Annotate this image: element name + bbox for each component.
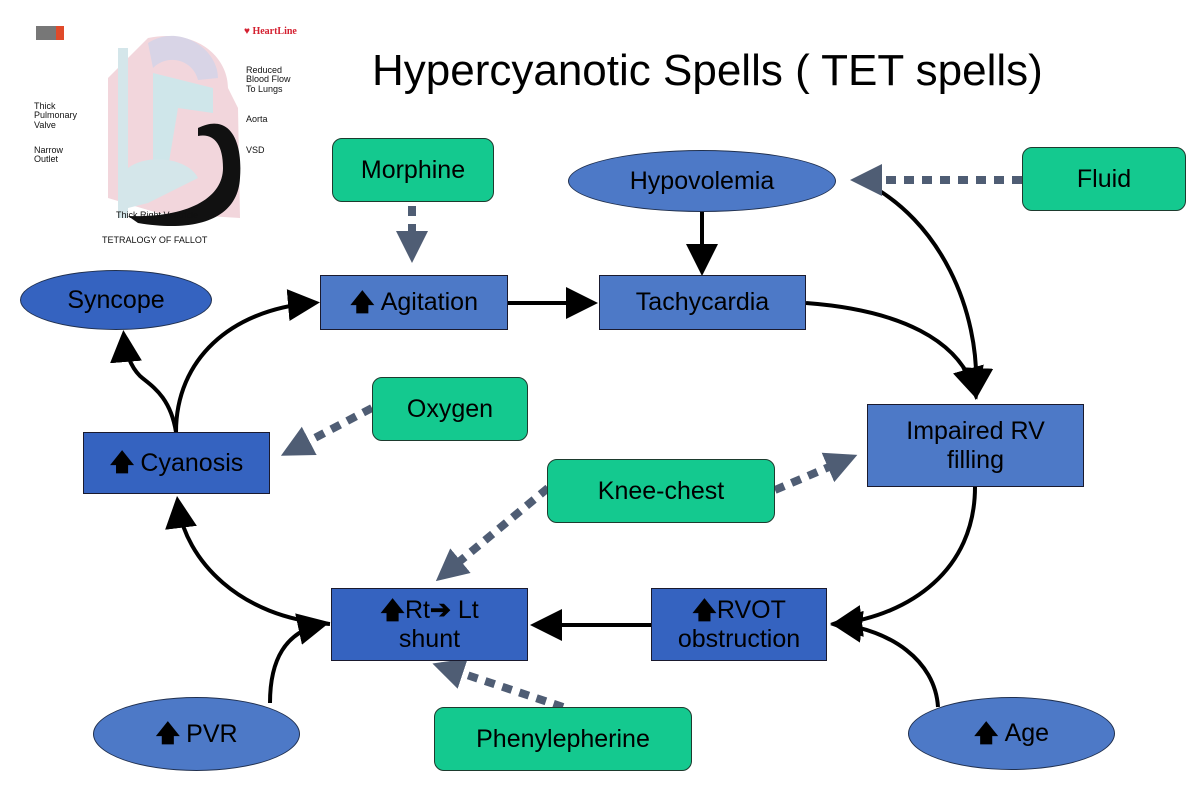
heartline-brand: ♥ HeartLine [244, 26, 297, 37]
right-arrow-icon: ➔ [429, 595, 451, 624]
edge-age-rvot [830, 610, 940, 708]
edge-phenylepherine-shunt [432, 658, 565, 711]
up-arrow-icon: 🡅 [155, 720, 181, 748]
tetralogy-illustration: Reduced Blood Flow To Lungs Thick Pulmon… [28, 18, 300, 254]
node-tachycardia[interactable]: Tachycardia [599, 275, 806, 330]
label-aorta: Aorta [246, 114, 268, 124]
node-pvr[interactable]: 🡅PVR [93, 697, 300, 771]
node-agitation[interactable]: 🡅Agitation [320, 275, 508, 330]
edge-knee-chest-shunt [435, 484, 551, 582]
up-arrow-icon: 🡅 [380, 596, 405, 624]
node-rvot-obstruction[interactable]: 🡅RVOT obstruction [651, 588, 827, 661]
node-morphine[interactable]: Morphine [332, 138, 494, 202]
node-cyanosis[interactable]: 🡅Cyanosis [83, 432, 270, 494]
node-age[interactable]: 🡅Age [908, 697, 1115, 770]
node-syncope[interactable]: Syncope [20, 270, 212, 330]
illustration-caption: TETRALOGY OF FALLOT [102, 235, 208, 245]
label-narrow-outlet: Narrow Outlet [34, 145, 64, 165]
up-arrow-icon: 🡅 [973, 719, 999, 747]
node-knee-chest[interactable]: Knee-chest [547, 459, 775, 523]
edge-shunt-cyanosis [165, 496, 331, 626]
edge-impaired-rv-rvot [830, 486, 977, 637]
edge-knee-chest-impaired-rv [773, 452, 858, 494]
page-title: Hypercyanotic Spells ( TET spells) [372, 46, 1043, 95]
node-oxygen[interactable]: Oxygen [372, 377, 528, 441]
node-phenylepherine[interactable]: Phenylepherine [434, 707, 692, 771]
edge-cyanosis-syncope [110, 330, 178, 433]
label-reduced-flow: Reduced Blood Flow To Lungs [246, 65, 291, 94]
heart-diagram [36, 26, 241, 226]
edge-tachycardia-impaired-rv [805, 301, 984, 400]
node-fluid[interactable]: Fluid [1022, 147, 1186, 211]
up-arrow-icon: 🡅 [109, 449, 135, 477]
node-hypovolemia[interactable]: Hypovolemia [568, 150, 836, 212]
label-thick-valve: Thick Pulmonary Valve [34, 101, 78, 130]
up-arrow-icon: 🡅 [692, 596, 717, 624]
edge-hypovolemia-impaired-rv [863, 180, 994, 400]
label-vsd: VSD [246, 145, 265, 155]
node-rt-lt-shunt[interactable]: 🡅Rt➔ Lt shunt [331, 588, 528, 661]
edge-oxygen-cyanosis [280, 404, 374, 456]
edge-cyanosis-agitation [174, 289, 320, 433]
heart-icon: ♥ [244, 26, 250, 37]
label-thick-rv: Thick Right Ventricle [116, 210, 199, 220]
edge-pvr-shunt [268, 613, 330, 704]
up-arrow-icon: 🡅 [350, 288, 375, 316]
